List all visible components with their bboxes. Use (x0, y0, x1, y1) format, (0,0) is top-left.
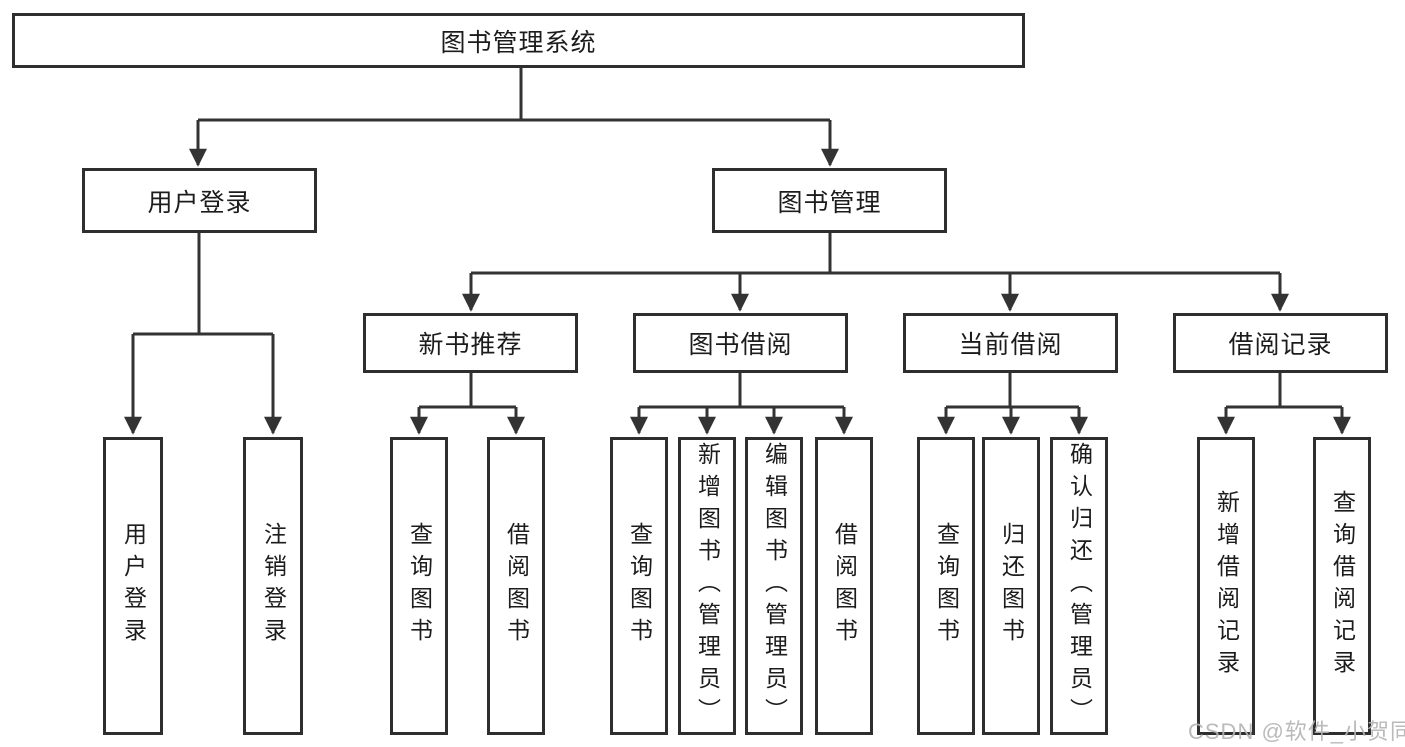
node-book-management: 图书管理 (712, 168, 947, 233)
node-label: 新书推荐 (418, 331, 523, 359)
node-label: 借阅图书 (503, 522, 530, 650)
node-add-borrow-record: 新增借阅记录 (1197, 437, 1255, 735)
node-user-login-leaf: 用户登录 (103, 437, 163, 735)
connector-group (124, 68, 1351, 435)
node-user-login: 用户登录 (82, 168, 317, 233)
node-label: 用户登录 (120, 522, 147, 650)
node-add-books-admin: 新增图书（管理员） (678, 437, 736, 735)
node-label: 图书管理 (777, 188, 882, 217)
node-label: 图书管理系统 (440, 28, 597, 57)
node-label: 归还图书 (998, 522, 1025, 650)
node-label: 查询借阅记录 (1329, 490, 1356, 682)
node-label: 当前借阅 (958, 331, 1063, 359)
node-label: 查询图书 (406, 522, 433, 650)
node-label: 注销登录 (260, 522, 287, 650)
node-logout: 注销登录 (243, 437, 303, 735)
node-query-books-recommend: 查询图书 (390, 437, 448, 735)
node-label: 查询图书 (933, 522, 960, 650)
node-borrowing-records: 借阅记录 (1173, 313, 1388, 373)
node-return-books: 归还图书 (982, 437, 1040, 735)
node-label: 用户登录 (147, 188, 252, 217)
node-library-management-system: 图书管理系统 (12, 13, 1025, 68)
node-book-borrowing: 图书借阅 (633, 313, 848, 373)
node-borrow-books-borrowing: 借阅图书 (815, 437, 873, 735)
node-current-borrowing: 当前借阅 (903, 313, 1118, 373)
node-edit-books-admin: 编辑图书（管理员） (745, 437, 803, 735)
csdn-watermark: CSDN @软件_小贺同学 (1188, 719, 1405, 744)
node-query-books-borrowing: 查询图书 (610, 437, 668, 735)
node-label: 编辑图书（管理员） (761, 442, 788, 730)
node-label: 新增借阅记录 (1213, 490, 1240, 682)
node-confirm-return-admin: 确认归还（管理员） (1050, 437, 1108, 735)
node-label: 新增图书（管理员） (694, 442, 721, 730)
node-query-borrow-record: 查询借阅记录 (1313, 437, 1371, 735)
node-label: 借阅图书 (831, 522, 858, 650)
node-label: 借阅记录 (1228, 331, 1333, 359)
node-label: 图书借阅 (688, 331, 793, 359)
node-label: 确认归还（管理员） (1066, 442, 1093, 730)
node-new-book-recommendation: 新书推荐 (363, 313, 578, 373)
node-label: 查询图书 (626, 522, 653, 650)
node-query-books-current: 查询图书 (917, 437, 975, 735)
node-borrow-books-recommend: 借阅图书 (487, 437, 545, 735)
